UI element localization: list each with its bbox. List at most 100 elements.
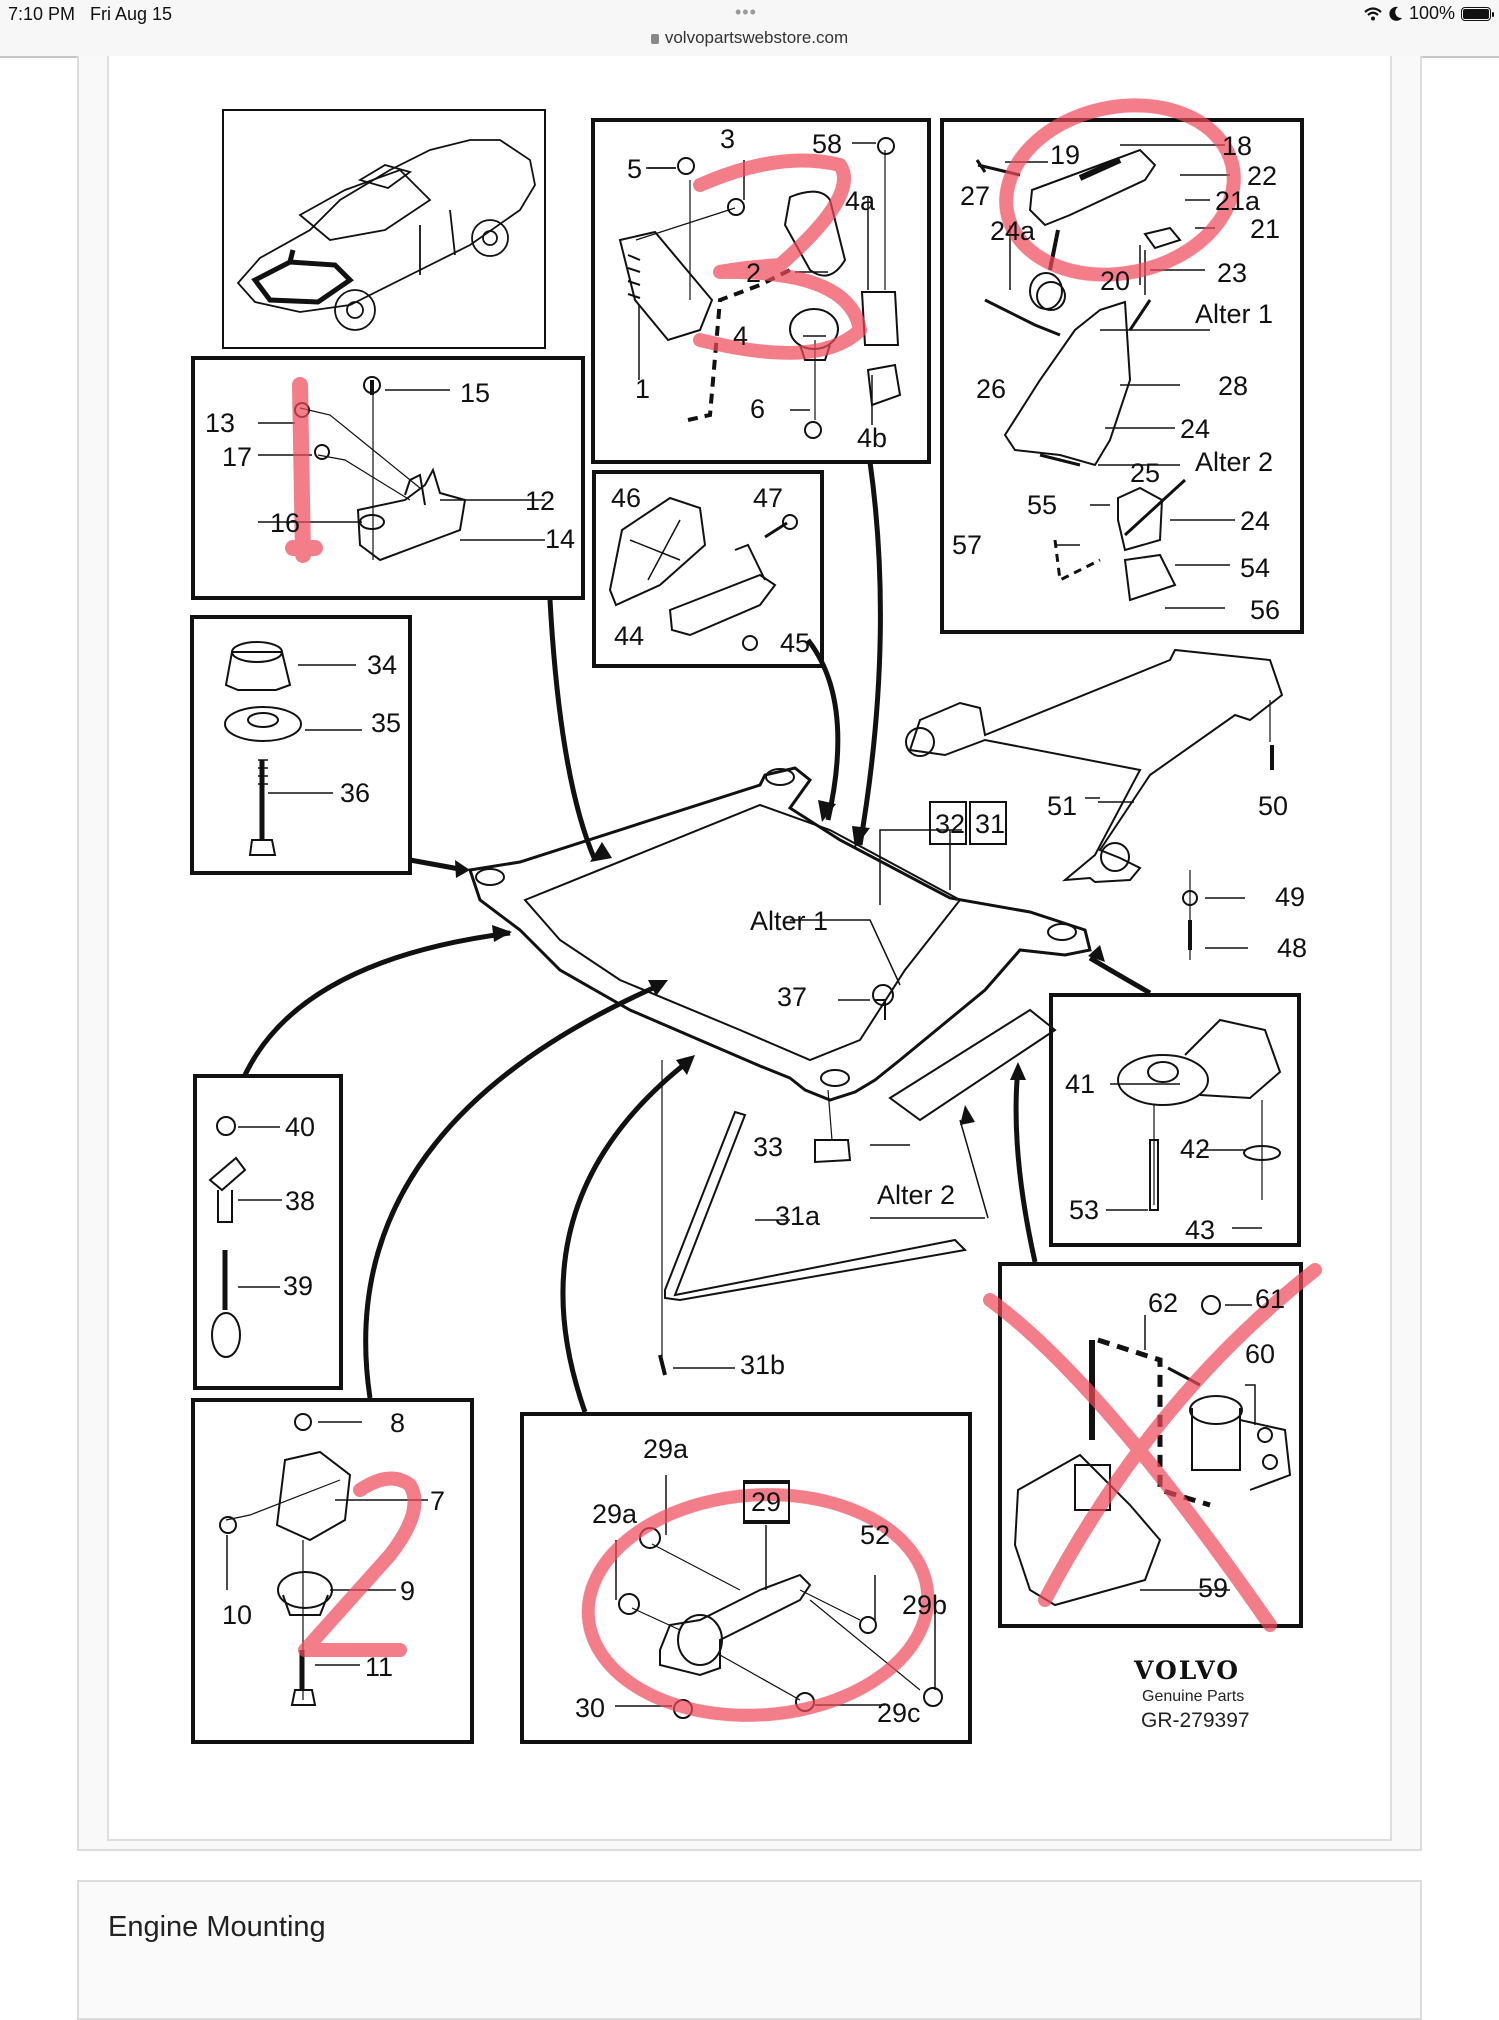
callout-7: 7	[430, 1486, 445, 1516]
callout-alter2-top: Alter 2	[1195, 447, 1273, 477]
panel-rear-bracket	[1049, 993, 1301, 1247]
lower-strut	[658, 1060, 968, 1376]
panel-heat-shield	[592, 470, 824, 668]
arrow-rear-mount	[857, 461, 883, 846]
assembly-arrows	[242, 461, 1152, 1413]
callout-46: 46	[611, 483, 641, 513]
panel-front-bracket	[191, 356, 585, 600]
callout-49: 49	[1275, 882, 1305, 912]
volvo-logo: VOLVO	[1134, 1656, 1241, 1685]
leader-lines	[226, 142, 1262, 1707]
callout-59: 59	[1198, 1573, 1228, 1603]
arrow-front-mount	[363, 982, 662, 1399]
status-icons: 100%	[1363, 3, 1494, 24]
callout-13: 13	[205, 408, 235, 438]
callout-56: 56	[1250, 595, 1280, 625]
handwritten-annotations	[285, 98, 1322, 1722]
callout-20: 20	[1100, 266, 1130, 296]
callout-61: 61	[1255, 1284, 1285, 1314]
car-outline-icon	[236, 139, 536, 331]
callout-24-bottom: 24	[1240, 506, 1270, 536]
callout-4b: 4b	[857, 423, 887, 453]
callout-alter2-mid: Alter 2	[877, 1180, 955, 1210]
callout-25: 25	[1130, 458, 1160, 488]
callout-18: 18	[1222, 131, 1252, 161]
callout-45: 45	[780, 628, 810, 658]
annotation-mark-1	[285, 377, 323, 563]
status-time: 7:10 PM	[8, 4, 76, 24]
callout-8: 8	[390, 1408, 405, 1438]
diagram-reference-number: GR-279397	[1141, 1709, 1250, 1732]
section-title: Engine Mounting	[108, 1911, 326, 1943]
callout-40: 40	[285, 1112, 315, 1142]
arrow-pin	[242, 930, 511, 1077]
callout-29c: 29c	[877, 1698, 921, 1728]
callout-53: 53	[1069, 1195, 1099, 1225]
panel-bushing	[190, 615, 412, 875]
callout-32: 32	[935, 809, 965, 839]
callout-22: 22	[1247, 161, 1277, 191]
callout-30: 30	[575, 1693, 605, 1723]
callout-50: 50	[1258, 791, 1288, 821]
url-text: volvopartswebstore.com	[664, 28, 849, 47]
callout-52: 52	[860, 1520, 890, 1550]
callout-58: 58	[812, 129, 842, 159]
battery-percent: 100%	[1408, 3, 1455, 23]
callout-55: 55	[1027, 490, 1057, 520]
callout-54: 54	[1240, 553, 1270, 583]
arrow-heads	[455, 800, 1105, 1125]
arrow-heat-shield	[806, 638, 841, 821]
callout-47: 47	[753, 483, 783, 513]
callout-16: 16	[270, 508, 300, 538]
callout-60: 60	[1245, 1339, 1275, 1369]
callout-28: 28	[1218, 371, 1248, 401]
callout-23: 23	[1217, 258, 1247, 288]
car-overview-panel	[222, 109, 546, 349]
callout-29a-left: 29a	[592, 1499, 638, 1529]
callout-3: 3	[720, 124, 735, 154]
callout-21: 21	[1250, 214, 1280, 244]
callout-17: 17	[222, 442, 252, 472]
subframe-main	[468, 766, 1092, 1122]
callout-62: 62	[1148, 1288, 1178, 1318]
callout-15: 15	[460, 378, 490, 408]
callout-36: 36	[340, 778, 370, 808]
panel-torque-rod	[940, 118, 1304, 634]
callout-4: 4	[733, 321, 748, 351]
callout-29: 29	[751, 1487, 781, 1517]
annotation-cross-out	[983, 1263, 1322, 1632]
callout-4a: 4a	[845, 186, 876, 216]
callout-10: 10	[222, 1600, 252, 1630]
panel-front-mount	[191, 1398, 474, 1744]
address-bar[interactable]: volvopartswebstore.com	[0, 28, 1499, 48]
callout-38: 38	[285, 1186, 315, 1216]
callout-43: 43	[1185, 1215, 1215, 1245]
wifi-icon	[1364, 6, 1382, 20]
callout-37: 37	[777, 982, 807, 1012]
battery-level	[1463, 8, 1489, 19]
callout-29a-top: 29a	[643, 1434, 689, 1464]
annotation-mark-2	[298, 1471, 422, 1657]
annotation-circle-29	[581, 1488, 935, 1722]
callout-44: 44	[614, 621, 644, 651]
tab-menu-dots[interactable]: •••	[735, 2, 757, 22]
torque-bar-assembly	[905, 648, 1284, 960]
annotation-circle-top-right	[999, 98, 1241, 282]
callout-24-top: 24	[1180, 414, 1210, 444]
callout-51: 51	[1047, 791, 1077, 821]
callout-31a: 31a	[775, 1201, 821, 1231]
arrow-rear-bracket	[1088, 955, 1152, 996]
section-title-card	[77, 1880, 1422, 2020]
callout-31: 31	[975, 809, 1005, 839]
battery-icon	[1461, 6, 1494, 21]
callout-9: 9	[400, 1576, 415, 1606]
moon-icon	[1389, 6, 1402, 21]
callout-5: 5	[627, 154, 642, 184]
callout-11: 11	[365, 1652, 393, 1682]
callout-alter1-top: Alter 1	[1195, 299, 1273, 329]
callout-34: 34	[367, 650, 397, 680]
lock-icon	[650, 34, 659, 44]
callout-39: 39	[283, 1271, 313, 1301]
callout-alter1-mid: Alter 1	[750, 906, 828, 936]
callout-14: 14	[545, 524, 575, 554]
